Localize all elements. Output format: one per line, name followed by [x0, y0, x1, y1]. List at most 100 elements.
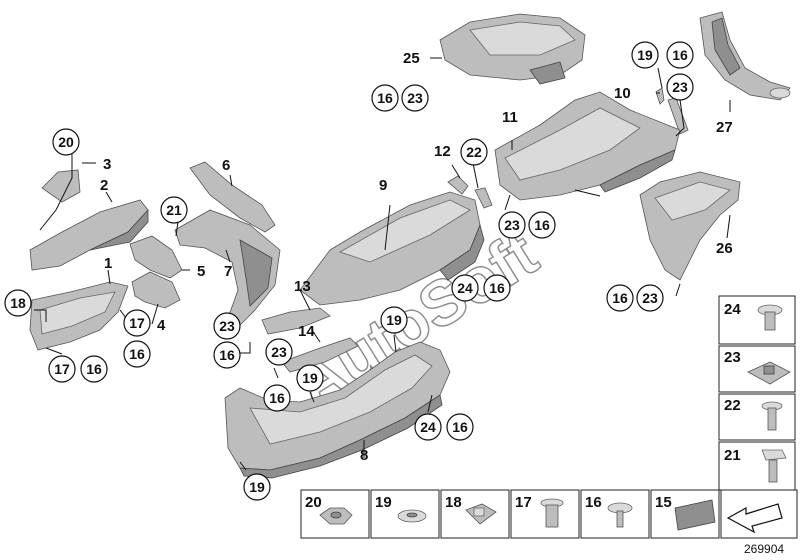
legend-label-23: 23 — [724, 349, 741, 366]
svg-text:23: 23 — [271, 344, 287, 360]
label-25: 25 — [403, 50, 420, 67]
legend-label-24: 24 — [724, 301, 741, 318]
label-1: 1 — [104, 255, 112, 272]
svg-text:23: 23 — [407, 90, 423, 106]
svg-text:16: 16 — [612, 290, 628, 306]
svg-text:17: 17 — [54, 361, 70, 377]
callout-16-left: 16 — [213, 341, 241, 369]
svg-text:21: 21 — [166, 202, 182, 218]
svg-text:16: 16 — [129, 346, 145, 362]
callout-24-mid: 24 — [451, 274, 479, 302]
svg-text:23: 23 — [219, 318, 235, 334]
fastener-legend-side: 24 23 22 21 — [718, 295, 796, 491]
callout-16-bottom: 16 — [446, 413, 474, 441]
svg-text:16: 16 — [489, 280, 505, 296]
callout-23-center: 23 — [265, 338, 293, 366]
part-9-exhaust-shield — [299, 175, 493, 306]
callout-19-bottom: 19 — [243, 473, 271, 501]
svg-text:24: 24 — [420, 419, 436, 435]
callout-22: 22 — [460, 138, 488, 166]
flange-screw-icon — [761, 401, 783, 431]
svg-text:18: 18 — [10, 295, 26, 311]
svg-text:17: 17 — [129, 315, 145, 331]
label-5: 5 — [197, 263, 205, 280]
svg-text:19: 19 — [249, 479, 265, 495]
svg-text:23: 23 — [504, 217, 520, 233]
callout-19-mid: 19 — [380, 306, 408, 334]
callout-17-bottom-left: 17 — [48, 355, 76, 383]
part-8-underbody-shield — [224, 341, 451, 479]
callout-16-top: 16 — [371, 84, 399, 112]
callout-16-right-pair: 16 — [606, 284, 634, 312]
label-9: 9 — [379, 177, 387, 194]
part-11-tunnel-shield — [494, 91, 681, 201]
legend-label-19: 19 — [375, 494, 392, 511]
label-11: 11 — [502, 109, 518, 126]
label-12: 12 — [434, 143, 451, 160]
part-2-shield — [29, 199, 149, 271]
part-3-bracket — [41, 169, 81, 203]
callout-16-bottom-left: 16 — [80, 355, 108, 383]
label-6: 6 — [222, 157, 230, 174]
label-14: 14 — [298, 323, 315, 340]
svg-text:16: 16 — [86, 361, 102, 377]
callout-16-left2: 16 — [123, 340, 151, 368]
part-26-side-shield — [639, 171, 741, 281]
callout-21: 21 — [160, 196, 188, 224]
hex-bolt-icon — [761, 449, 787, 483]
legend-label-16: 16 — [585, 494, 602, 511]
callout-24-bottom: 24 — [414, 413, 442, 441]
callout-16-top-right: 16 — [666, 41, 694, 69]
svg-text:16: 16 — [219, 347, 235, 363]
part-13-bracket — [261, 307, 331, 335]
label-13: 13 — [294, 278, 311, 295]
part-4-shield — [131, 271, 181, 309]
part-5-shield — [129, 235, 183, 279]
part-6-shield — [189, 161, 276, 233]
push-rivet-icon — [757, 304, 783, 331]
callout-17-right: 17 — [123, 309, 151, 337]
callout-18: 18 — [4, 289, 32, 317]
legend-label-20: 20 — [305, 494, 322, 511]
legend-label-18: 18 — [445, 494, 462, 511]
svg-text:16: 16 — [452, 419, 468, 435]
callout-23-top-right: 23 — [666, 73, 694, 101]
callout-23-top: 23 — [401, 84, 429, 112]
callout-16-mid2: 16 — [483, 274, 511, 302]
hex-nut-icon — [319, 507, 353, 525]
svg-text:16: 16 — [672, 47, 688, 63]
part-27-rear-shield — [699, 11, 791, 101]
washer-screw-icon — [607, 502, 633, 528]
callout-23-left: 23 — [213, 312, 241, 340]
legend-label-17: 17 — [515, 494, 532, 511]
legend-label-21: 21 — [724, 447, 741, 464]
clip-icon — [465, 503, 497, 525]
svg-text:20: 20 — [58, 134, 74, 150]
svg-text:23: 23 — [672, 79, 688, 95]
fastener-legend-bottom: 20 19 18 17 16 15 — [300, 489, 798, 539]
svg-text:19: 19 — [302, 370, 318, 386]
label-2: 2 — [100, 177, 108, 194]
expansion-rivet-icon — [540, 498, 564, 528]
label-27: 27 — [716, 119, 733, 136]
part-1-shield — [29, 281, 129, 351]
legend-label-22: 22 — [724, 397, 741, 414]
svg-text:19: 19 — [386, 312, 402, 328]
speed-nut-icon — [397, 509, 427, 523]
label-26: 26 — [716, 240, 733, 257]
callout-16-center: 16 — [263, 384, 291, 412]
svg-text:16: 16 — [534, 217, 550, 233]
svg-text:16: 16 — [269, 390, 285, 406]
callout-20-left: 20 — [52, 128, 80, 156]
svg-text:16: 16 — [377, 90, 393, 106]
leader-lines — [34, 57, 731, 471]
callout-19-center: 19 — [296, 364, 324, 392]
direction-arrow-icon — [726, 503, 783, 534]
svg-text:19: 19 — [637, 47, 653, 63]
legend-label-15: 15 — [655, 494, 672, 511]
spring-nut-icon — [747, 361, 791, 385]
label-3: 3 — [103, 156, 111, 173]
callout-16-mid: 16 — [528, 211, 556, 239]
part-25-heat-shield — [439, 13, 586, 85]
callout-19-top-right: 19 — [631, 41, 659, 69]
